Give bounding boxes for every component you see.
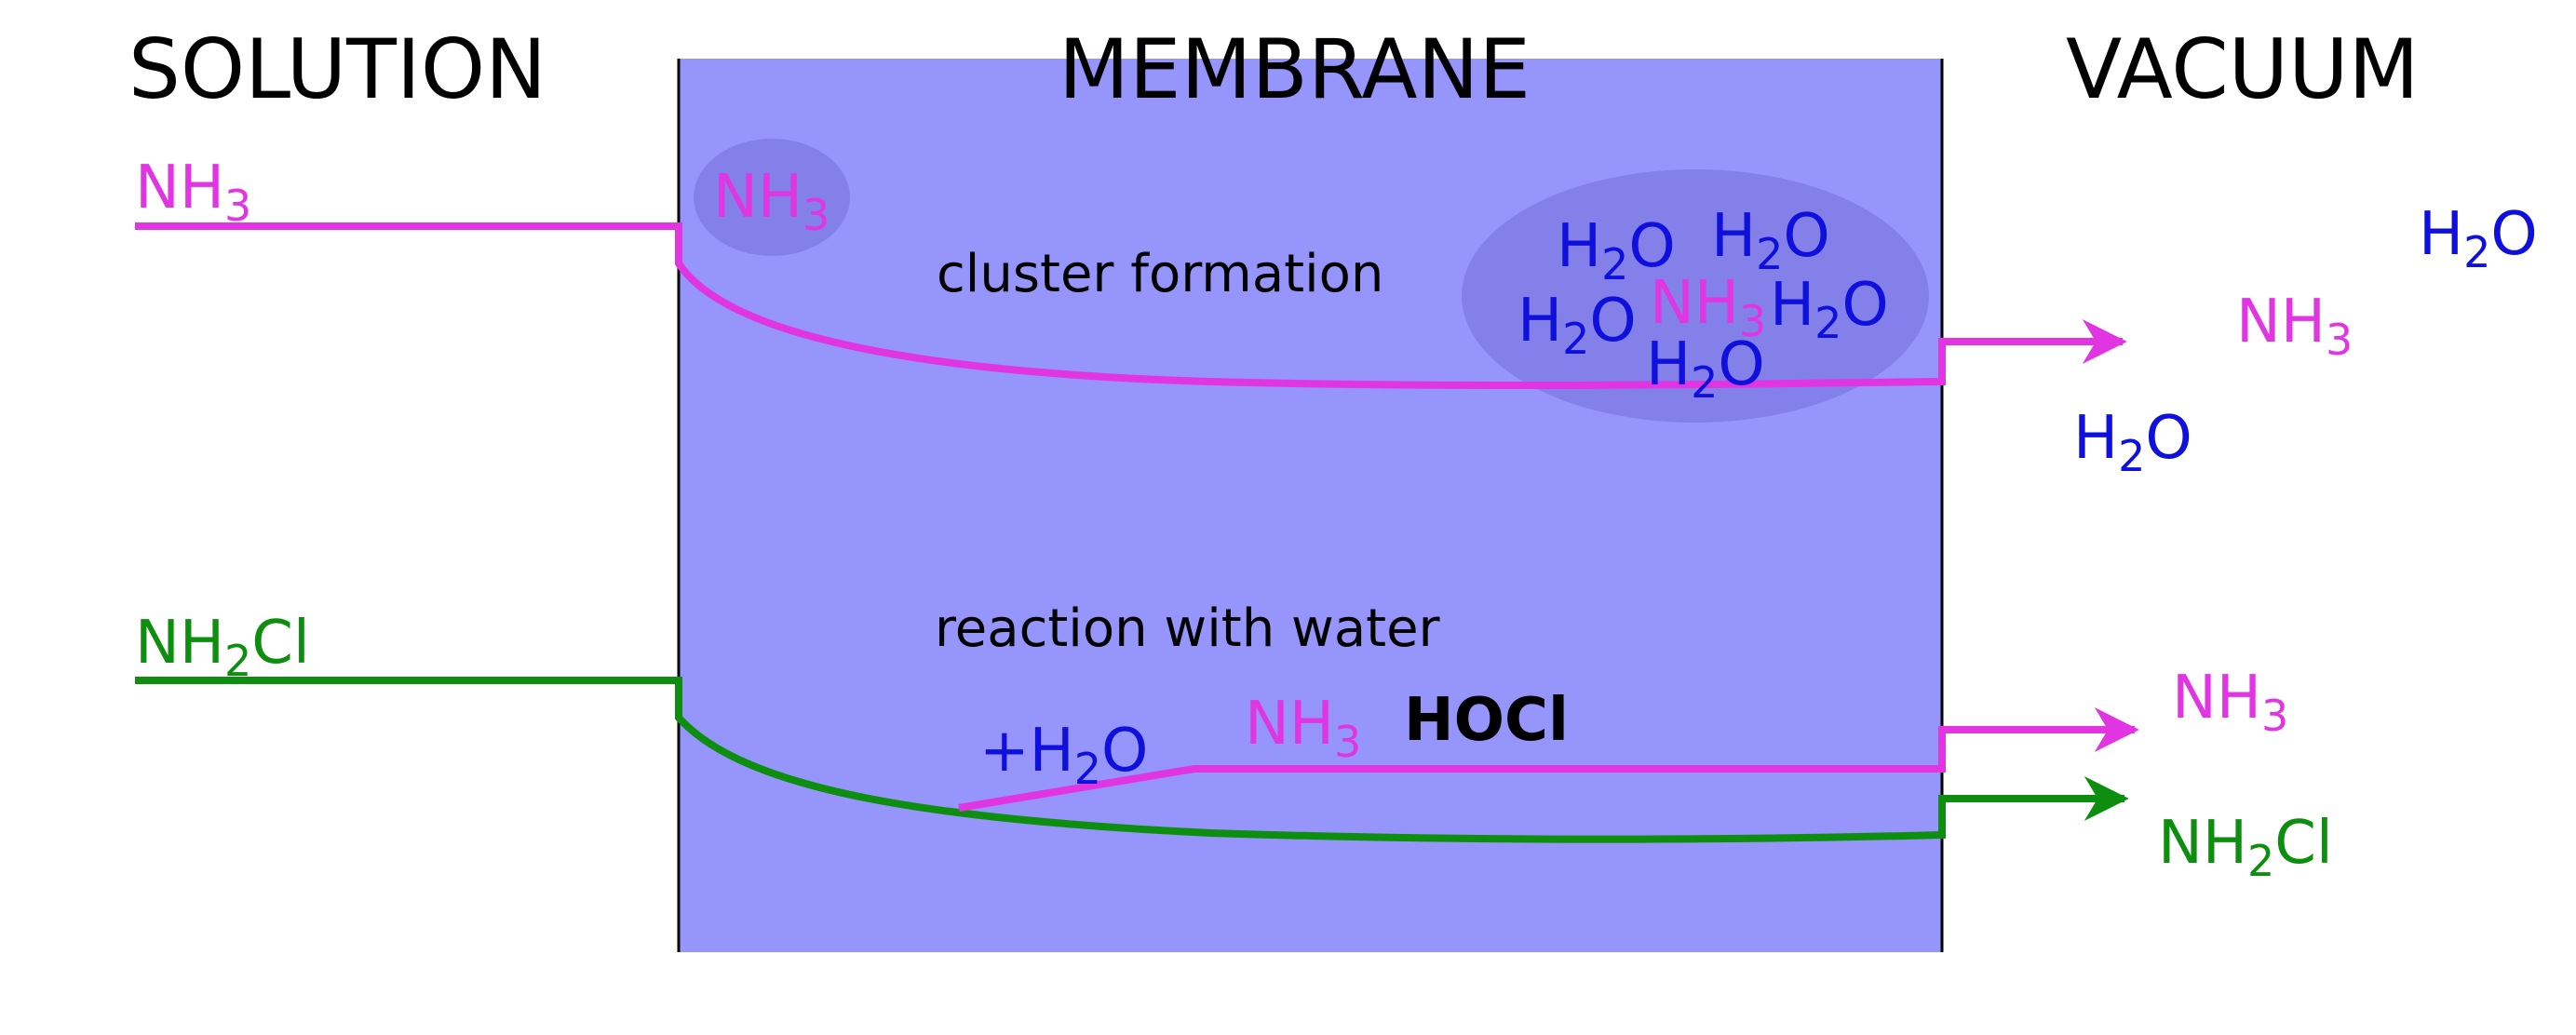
hocl-label: HOCl xyxy=(1404,686,1569,755)
cluster-water-2: H2O xyxy=(1711,202,1830,279)
ammonia-profile-line xyxy=(135,222,2127,390)
solution-chloramine-label: NH2Cl xyxy=(135,609,310,686)
cluster-water-5: H2O xyxy=(1646,330,1765,408)
cluster-water-3: H2O xyxy=(1517,287,1637,364)
reaction-ammonia-label: NH3 xyxy=(1245,690,1361,767)
header-vacuum: VACUUM xyxy=(2066,21,2419,117)
large-cluster-ellipse xyxy=(1462,169,1929,423)
chloramine-profile-line xyxy=(135,677,2129,843)
vacuum-water-2: H2O xyxy=(2073,404,2192,481)
header-membrane: MEMBRANE xyxy=(1059,21,1531,117)
cluster-ammonia: NH3 xyxy=(1650,269,1766,346)
vacuum-ammonia-2: NH3 xyxy=(2172,664,2288,741)
cluster-water-4: H2O xyxy=(1770,271,1889,348)
cluster-water-1: H2O xyxy=(1557,212,1676,289)
vacuum-water-1: H2O xyxy=(2419,200,2538,277)
reaction-product-ammonia-line xyxy=(958,707,2139,812)
header-solution: SOLUTION xyxy=(128,21,546,117)
added-water-label: +H2O xyxy=(979,717,1148,794)
small-cluster-ellipse xyxy=(694,139,850,256)
vacuum-chloramine: NH2Cl xyxy=(2158,809,2333,886)
small-cluster-ammonia: NH3 xyxy=(713,163,829,240)
reaction-with-water-note: reaction with water xyxy=(935,598,1441,659)
solution-ammonia-label: NH3 xyxy=(135,154,251,231)
vacuum-ammonia-1: NH3 xyxy=(2236,288,2353,365)
cluster-formation-note: cluster formation xyxy=(937,244,1383,304)
